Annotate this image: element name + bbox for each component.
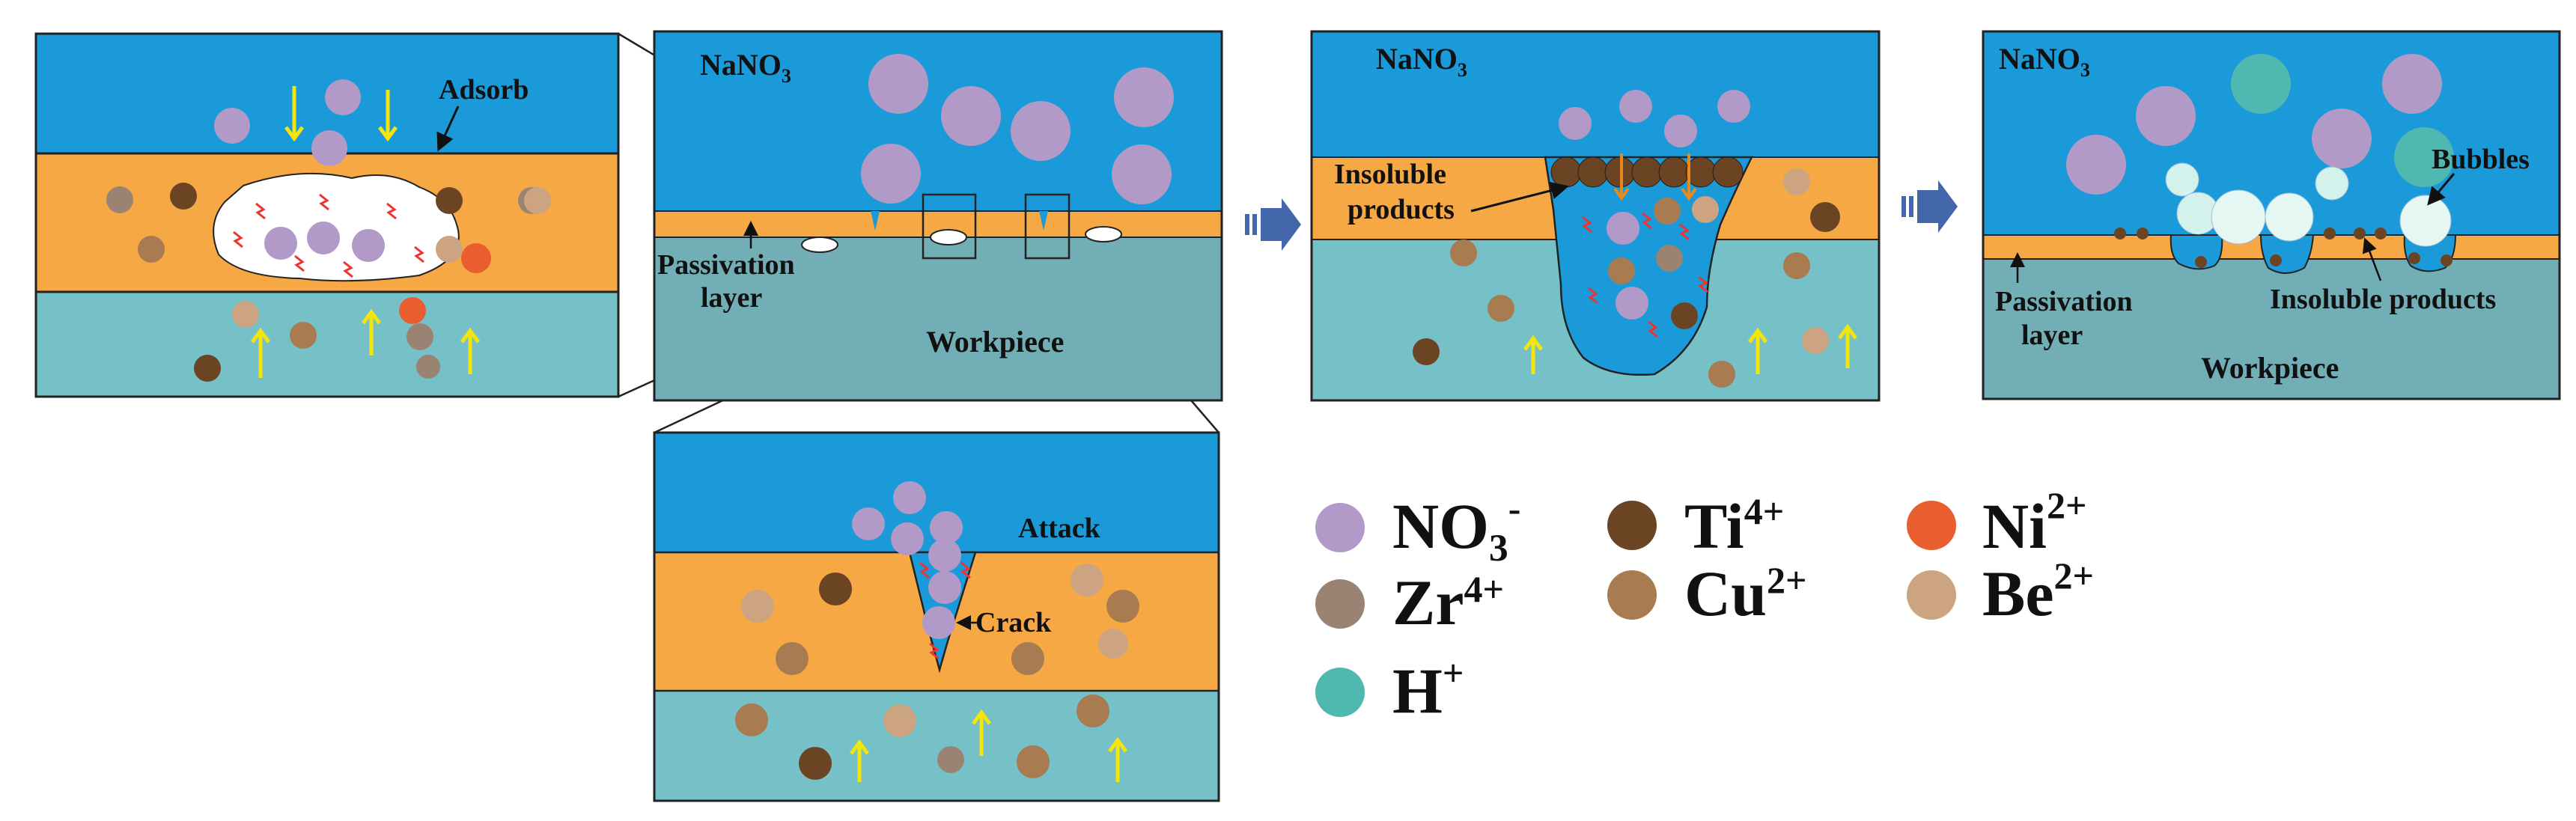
no3-ions: [1559, 90, 1750, 320]
panel-bubbles: NaNO3: [1982, 30, 2561, 400]
svg-text:Be2+: Be2+: [1982, 555, 2094, 629]
svg-text:NO₃-: NO₃-: [1392, 487, 1520, 562]
ions-outside: [1413, 168, 1840, 388]
legend-item-ti: Ti4+: [1607, 490, 1784, 562]
bubbles-label: Bubbles: [2432, 144, 2530, 175]
solution-label: NaNO3: [1376, 42, 1467, 81]
panel-adsorb: Adsorb: [34, 32, 620, 398]
workpiece-label: Workpiece: [2201, 351, 2339, 385]
no3-ions-in-void: [264, 222, 385, 262]
ions-workpiece: [194, 297, 440, 382]
panel-passivation: NaNO3 Passivation layer Workpiece: [653, 30, 1223, 402]
legend-item-cu: Cu2+: [1607, 558, 1806, 629]
yellow-arrows-down: [284, 86, 398, 142]
yellow-arrows-up: [849, 709, 1128, 782]
svg-text:Zr4+: Zr4+: [1392, 567, 1504, 638]
yellow-arrows-up: [1523, 323, 1858, 374]
panel-crack: Attack Crack: [653, 431, 1220, 802]
no3-ions: [2066, 54, 2442, 195]
ions-passivation: [106, 183, 551, 273]
pit-holes: [801, 226, 1122, 253]
orange-arrows-down: [1613, 153, 1697, 201]
passivation-label: Passivation: [657, 249, 795, 281]
legend: NO₃- Zr4+ H+ Ti4+ Cu2+ Ni2+ Be2+: [1315, 484, 2094, 727]
panel-insoluble: NaNO3: [1310, 30, 1881, 402]
legend-item-be: Be2+: [1907, 555, 2094, 629]
legend-item-h: H+: [1315, 652, 1464, 727]
attack-label: Attack: [1018, 513, 1101, 544]
passivation-label-2: layer: [701, 282, 762, 314]
passivation-label-2: layer: [2021, 320, 2083, 351]
ions-passivation: [741, 564, 1139, 675]
legend-item-zr: Zr4+: [1315, 567, 1504, 638]
insoluble-products: [1550, 156, 1744, 188]
legend-item-ni: Ni2+: [1907, 484, 2087, 562]
legend-item-no3: NO₃-: [1315, 487, 1520, 562]
svg-text:Ni2+: Ni2+: [1982, 484, 2087, 562]
yellow-arrows-up: [250, 308, 481, 378]
insoluble-products-label: Insoluble products: [2270, 284, 2496, 315]
pit-void: [213, 172, 460, 282]
h-ions: [2231, 54, 2454, 187]
svg-text:Ti4+: Ti4+: [1684, 490, 1784, 562]
insoluble-products: [2114, 228, 2452, 268]
process-arrow-1: [1245, 198, 1301, 251]
solution-label: NaNO3: [1999, 42, 2090, 81]
workpiece-label: Workpiece: [926, 325, 1064, 358]
bubbles: [2165, 162, 2452, 247]
insoluble-label: Insoluble: [1334, 159, 1446, 190]
no3-ions: [861, 54, 1174, 204]
svg-text:H+: H+: [1392, 652, 1464, 727]
adsorb-label: Adsorb: [439, 74, 529, 106]
passivation-label: Passivation: [1995, 286, 2133, 317]
no3-ions-top: [214, 79, 361, 166]
solution-label: NaNO3: [700, 48, 791, 87]
svg-text:Cu2+: Cu2+: [1684, 558, 1806, 629]
process-arrow-2: [1901, 180, 1958, 233]
zoom-boxes: [922, 193, 1071, 260]
attack-spikes: [871, 211, 1048, 231]
insoluble-label-2: products: [1348, 194, 1455, 225]
ions-workpiece: [735, 695, 1109, 780]
crack-label: Crack: [975, 607, 1052, 638]
no3-ions: [852, 481, 963, 639]
ions-in-pit: [1608, 196, 1719, 329]
